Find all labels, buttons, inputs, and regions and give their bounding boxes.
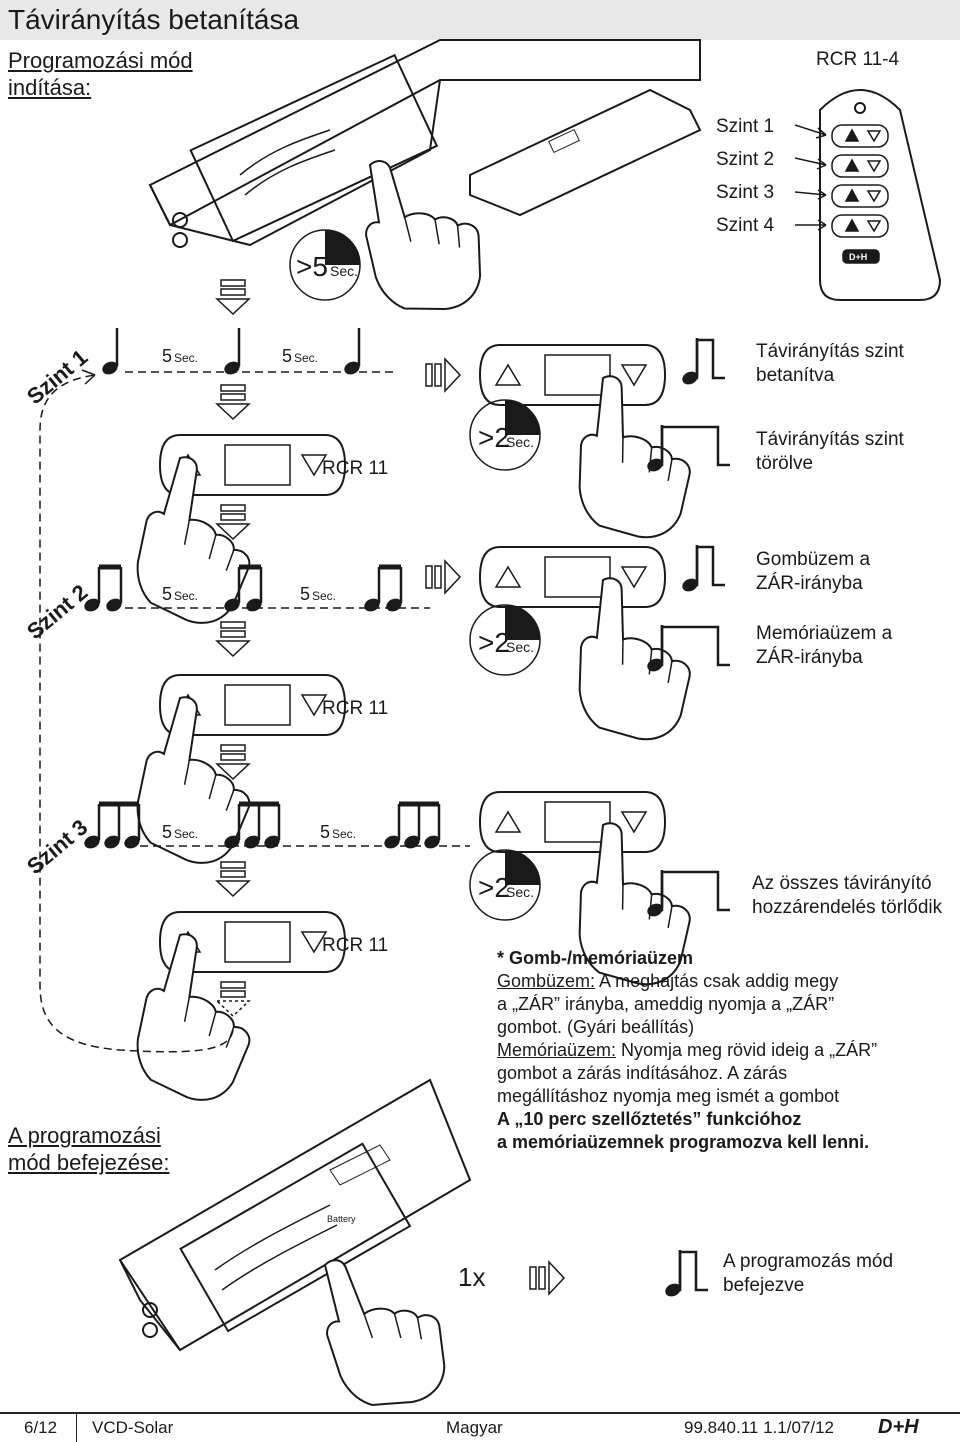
actuator-device-start bbox=[148, 39, 702, 248]
level1-note-2 bbox=[220, 326, 244, 379]
note-title: * Gomb-/memóriaüzem bbox=[497, 948, 694, 968]
level3-timer-value: >2 bbox=[478, 872, 510, 903]
end-heading-line-2: mód befejezése: bbox=[8, 1150, 170, 1175]
battery-label-end: Battery bbox=[327, 1214, 356, 1224]
result-level1-deleted-line-2: törölve bbox=[756, 453, 814, 474]
level2-note-1 bbox=[82, 567, 124, 614]
level2-remote-close bbox=[479, 546, 666, 608]
page-title: Távirányítás betanítása bbox=[8, 4, 300, 35]
rcr11-label-level3: RCR 11 bbox=[322, 935, 388, 956]
remote-rcr11-4 bbox=[794, 89, 942, 301]
rcr11-label-level2: RCR 11 bbox=[322, 698, 388, 719]
footer-language: Magyar bbox=[446, 1418, 503, 1437]
level2-timer-value: >2 bbox=[478, 627, 510, 658]
level-4-label: Szint 4 bbox=[716, 215, 775, 236]
level2-pause-2-unit: Sec. bbox=[312, 589, 336, 603]
level3-pause-1-unit: Sec. bbox=[174, 827, 198, 841]
result-level2-memory: Memóriaüzem a ZÁR-irányba bbox=[756, 622, 892, 670]
footer: 6/12 VCD-Solar Magyar 99.840.11 1.1/07/1… bbox=[0, 1412, 960, 1442]
end-result-line-1: A programozás mód bbox=[723, 1251, 894, 1272]
start-heading-line-2: indítása: bbox=[8, 75, 92, 100]
level1-pause-2-unit: Sec. bbox=[294, 351, 318, 365]
note-memory-mode-label: Memóriaüzem: bbox=[497, 1040, 617, 1060]
level2-pause-1-value: 5 bbox=[162, 584, 172, 604]
remote-logo: D+H bbox=[849, 252, 867, 262]
level2-timer-unit: Sec. bbox=[506, 639, 534, 655]
hand-press-start bbox=[358, 152, 486, 317]
level1-timer-value: >2 bbox=[478, 422, 510, 453]
result-level3-all-deleted-line-1: Az összes távirányító bbox=[752, 873, 932, 894]
level1-note-3 bbox=[340, 326, 364, 379]
note-bold-1: A „10 perc szellőztetés” funkcióhoz bbox=[497, 1109, 802, 1129]
note-button-mode-text-3: gombot. (Gyári beállítás) bbox=[497, 1017, 695, 1037]
result-level2-memory-line-2: ZÁR-irányba bbox=[756, 647, 863, 668]
footer-logo: D+H bbox=[878, 1416, 919, 1438]
level3-note-3 bbox=[382, 804, 442, 851]
arrow-to-loop bbox=[215, 981, 251, 1018]
footer-doc-number: 99.840.11 1.1/07/12 bbox=[684, 1418, 834, 1437]
result-level2-memory-line-1: Memóriaüzem a bbox=[756, 623, 893, 644]
result-level1-learned: Távirányítás szint betanítva bbox=[756, 340, 904, 388]
start-heading: Programozási mód indítása: bbox=[8, 47, 193, 101]
level1-pause-2-value: 5 bbox=[282, 346, 292, 366]
mode-note: * Gomb-/memóriaüzem Gombüzem: A meghajtá… bbox=[497, 947, 957, 1154]
note-memory-mode-text-1: Nyomja meg rövid ideig a „ZÁR” bbox=[616, 1040, 878, 1060]
programming-diagram: >5 Sec. D+H 5 Sec. 5 Sec. >2 Sec. bbox=[39, 39, 942, 1410]
level-2-label: Szint 2 bbox=[716, 149, 775, 170]
start-heading-line-1: Programozási mód bbox=[8, 48, 193, 73]
hand-press-end bbox=[313, 1243, 453, 1410]
loop-back-path bbox=[39, 374, 234, 1053]
note-bold-2: a memóriaüzemnek programozva kell lenni. bbox=[497, 1132, 870, 1152]
note-button-mode-text-1: A meghajtás csak addig megy bbox=[595, 971, 839, 991]
note-memory-mode-text-3: megállításhoz nyomja meg ismét a gombot bbox=[497, 1086, 840, 1106]
remote-model-label: RCR 11-4 bbox=[816, 49, 900, 70]
result-level1-deleted: Távirányítás szint törölve bbox=[756, 428, 904, 476]
level2-pause-2-value: 5 bbox=[300, 584, 310, 604]
end-heading-line-1: A programozási bbox=[8, 1123, 161, 1148]
note-memory-mode-text-2: gombot a zárás indításához. A zárás bbox=[497, 1063, 788, 1083]
level1-timer-unit: Sec. bbox=[506, 434, 534, 450]
result-level3-all-deleted-line-2: hozzárendelés törlődik bbox=[752, 897, 943, 918]
note-button-mode-label: Gombüzem: bbox=[497, 971, 596, 991]
level3-pause-1-value: 5 bbox=[162, 822, 172, 842]
result-level2-button-line-1: Gombüzem a bbox=[756, 549, 871, 570]
timer-5sec-unit: Sec. bbox=[330, 263, 358, 279]
level2-pause-1-unit: Sec. bbox=[174, 589, 198, 603]
rcr11-label-level1: RCR 11 bbox=[322, 458, 388, 479]
title-bar bbox=[0, 0, 960, 40]
footer-page-number: 6/12 bbox=[24, 1418, 58, 1437]
result-level3-all-deleted: Az összes távirányító hozzárendelés törl… bbox=[752, 872, 942, 920]
result-level2-button: Gombüzem a ZÁR-irányba bbox=[756, 548, 870, 596]
level2-note-3 bbox=[362, 567, 404, 614]
end-result-line-2: befejezve bbox=[723, 1275, 805, 1296]
level3-note-1 bbox=[82, 804, 142, 851]
end-result: A programozás mód befejezve bbox=[723, 1250, 893, 1298]
end-press-count: 1x bbox=[458, 1262, 486, 1292]
actuator-device-end bbox=[118, 1078, 472, 1352]
level1-pause-1-unit: Sec. bbox=[174, 351, 198, 365]
result-level2-button-line-2: ZÁR-irányba bbox=[756, 573, 863, 594]
footer-product: VCD-Solar bbox=[92, 1418, 174, 1437]
timer-5sec-value: >5 bbox=[296, 251, 328, 282]
note-button-mode-text-2: a „ZÁR” irányba, ameddig nyomja a „ZÁR” bbox=[497, 994, 835, 1014]
result-level1-deleted-line-1: Távirányítás szint bbox=[756, 429, 904, 450]
result-level1-learned-line-1: Távirányítás szint bbox=[756, 341, 904, 362]
level3-pause-2-value: 5 bbox=[320, 822, 330, 842]
level-1-label: Szint 1 bbox=[716, 116, 775, 137]
level1-note-1 bbox=[98, 326, 122, 379]
level3-pause-2-unit: Sec. bbox=[332, 827, 356, 841]
level3-timer-unit: Sec. bbox=[506, 884, 534, 900]
level3-remote-close bbox=[479, 791, 666, 853]
end-heading: A programozási mód befejezése: bbox=[8, 1122, 169, 1176]
level1-remote-close bbox=[479, 344, 666, 406]
level-3-label: Szint 3 bbox=[716, 182, 775, 203]
level1-pause-1-value: 5 bbox=[162, 346, 172, 366]
level1-hand-close bbox=[566, 372, 705, 545]
result-level1-learned-line-2: betanítva bbox=[756, 365, 835, 386]
